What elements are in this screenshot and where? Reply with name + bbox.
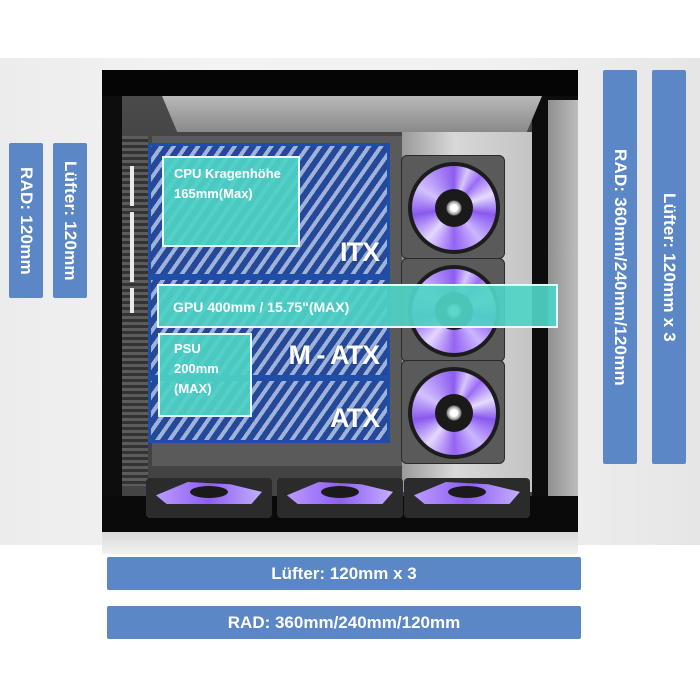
zone-atx-label: ATX <box>330 403 380 433</box>
gpu-spec-text: GPU 400mm / 15.75"(MAX) <box>173 299 350 315</box>
case-base <box>102 532 578 554</box>
psu-spec-line2: 200mm <box>174 361 219 376</box>
right-fan-text: Lüfter: 120mm x 3 <box>660 192 679 342</box>
gpu-length-spec: GPU 400mm / 15.75"(MAX) <box>157 284 558 328</box>
left-fan-label: Lüfter: 120mm <box>53 143 87 298</box>
bottom-rad-label: RAD: 360mm/240mm/120mm <box>107 606 581 639</box>
left-rad-text: RAD: 120mm <box>17 166 36 275</box>
case-top-frame <box>102 70 578 96</box>
cpu-spec-line1: CPU Kragenhöhe <box>174 166 281 181</box>
side-fan-1 <box>401 155 505 259</box>
psu-spec-line3: (MAX) <box>174 381 212 396</box>
psu-spec-line1: PSU <box>174 341 201 356</box>
bottom-fan-1 <box>146 472 272 518</box>
fan-hub-icon <box>435 189 473 227</box>
bottom-fan-2 <box>277 472 403 518</box>
fan-hub-icon <box>190 486 228 498</box>
right-rad-label: RAD: 360mm/240mm/120mm <box>603 70 637 464</box>
side-fan-3 <box>401 360 505 464</box>
bottom-fan-label: Lüfter: 120mm x 3 <box>107 557 581 590</box>
pci-slot <box>130 212 134 282</box>
fan-hub-icon <box>321 486 359 498</box>
right-fan-label: Lüfter: 120mm x 3 <box>652 70 686 464</box>
fan-blades-icon <box>408 367 500 459</box>
case-ceiling <box>162 96 542 132</box>
left-rad-label: RAD: 120mm <box>9 143 43 298</box>
bottom-fan-3 <box>404 472 530 518</box>
cpu-cooler-spec: CPU Kragenhöhe 165mm(Max) <box>162 156 300 247</box>
rear-io-grille <box>122 136 148 486</box>
fan-hub-icon <box>448 486 486 498</box>
right-rad-text: RAD: 360mm/240mm/120mm <box>611 148 630 386</box>
left-fan-text: Lüfter: 120mm <box>61 160 80 281</box>
fan-hub-icon <box>435 394 473 432</box>
bottom-rad-text: RAD: 360mm/240mm/120mm <box>227 612 461 632</box>
pci-slot <box>130 166 134 206</box>
cpu-spec-line2: 165mm(Max) <box>174 186 253 201</box>
zone-itx-label: ITX <box>339 237 380 267</box>
psu-spec: PSU 200mm (MAX) <box>158 333 252 417</box>
bottom-fan-text: Lüfter: 120mm x 3 <box>271 563 417 583</box>
pci-slot <box>130 288 134 313</box>
zone-matx-label: M - ATX <box>288 340 380 370</box>
